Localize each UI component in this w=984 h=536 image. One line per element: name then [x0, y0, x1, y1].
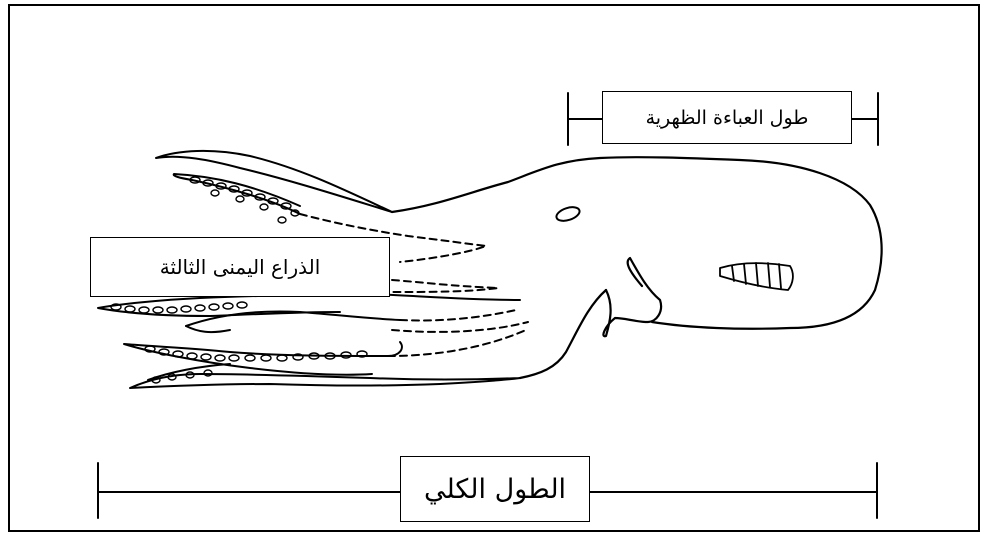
total-length-label: الطول الكلي [400, 456, 590, 522]
octopus-mantle [392, 157, 882, 378]
gill-slit [720, 263, 793, 290]
middle-arm [392, 280, 498, 292]
eye [555, 205, 582, 224]
third-right-arm-label: الذراع اليمنى الثالثة [90, 237, 390, 297]
dorsal-mantle-length-label: طول العباءة الظهرية [602, 91, 852, 144]
